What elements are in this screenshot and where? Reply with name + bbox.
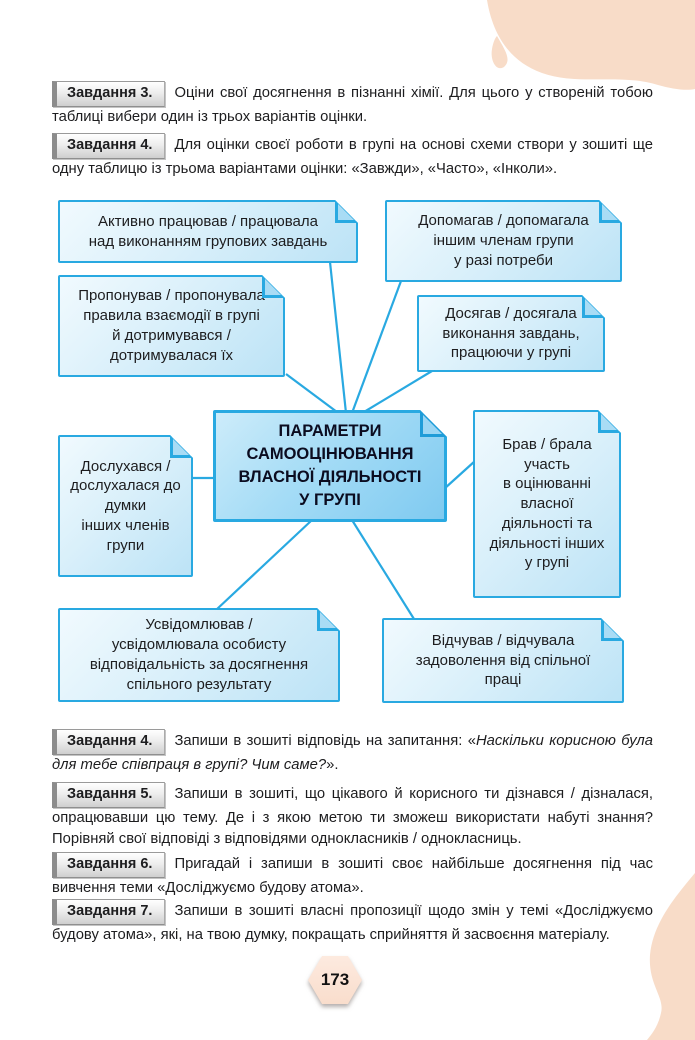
task-5-text: Запиши в зошиті, що цікавого й корисного… [52, 786, 653, 848]
corner-fold-icon [423, 415, 442, 434]
corner-fold-icon [320, 612, 336, 628]
node-text: Активно працював / працювала над виконан… [88, 212, 328, 250]
task-6-label: Завдання 6. [52, 852, 166, 878]
node-text: Дослухався / дослухалася до думки інших … [70, 457, 181, 554]
task-4-bottom-closing: ». [326, 756, 339, 773]
diagram-node-active: Активно працював / працювала над виконан… [58, 200, 358, 263]
task-7-text: Запиши в зошиті власні пропозиції щодо з… [52, 903, 653, 943]
task-4-bottom-label: Завдання 4. [52, 729, 166, 755]
task-4-top: Завдання 4.Для оцінки своєї роботи в гру… [52, 133, 653, 180]
task-5-label: Завдання 5. [52, 782, 166, 808]
diagram-node-achieved: Досягав / досягала виконання завдань, пр… [417, 295, 605, 372]
node-text: Брав / брала участь в оцінюванні власної… [489, 435, 605, 572]
diagram-title: ПАРАМЕТРИ САМООЦІНЮВАННЯ ВЛАСНОЇ ДІЯЛЬНО… [238, 422, 422, 509]
corner-fold-icon [173, 439, 189, 455]
diagram-node-participated: Брав / брала участь в оцінюванні власної… [473, 410, 621, 598]
diagram-node-aware: Усвідомлював / усвідомлювала особисту ві… [58, 608, 340, 702]
task-4-bottom-text: Запиши в зошиті відповідь на запитання: … [174, 733, 476, 749]
task-4-bottom: Завдання 4. Запиши в зошиті відповідь на … [52, 729, 653, 776]
corner-fold-icon [585, 299, 601, 315]
diagram-node-proposed: Пропонував / пропонувала правила взаємод… [58, 275, 285, 377]
corner-fold-icon [602, 204, 618, 220]
corner-fold-icon [265, 279, 281, 295]
task-7-label: Завдання 7. [52, 899, 166, 925]
page-number-hexagon: 173 [308, 956, 362, 1004]
diagram-node-felt: Відчував / відчувала задоволення від спі… [382, 618, 624, 703]
node-text: Відчував / відчувала задоволення від спі… [415, 631, 591, 689]
corner-fold-icon [601, 414, 617, 430]
task-6-text: Пригадай і запиши в зошиті своє найбільш… [52, 856, 653, 896]
diagram-node-helped: Допомагав / допомагала іншим членам груп… [385, 200, 622, 282]
corner-fold-icon [338, 204, 354, 220]
corner-fold-icon [604, 622, 620, 638]
node-text: Пропонував / пропонувала правила взаємод… [78, 287, 265, 364]
node-text: Усвідомлював / усвідомлювала особисту ві… [89, 616, 309, 693]
task-6: Завдання 6.Пригадай і запиши в зошиті св… [52, 852, 653, 899]
diagram-node-center: ПАРАМЕТРИ САМООЦІНЮВАННЯ ВЛАСНОЇ ДІЯЛЬНО… [213, 410, 447, 522]
node-text: Досягав / досягала виконання завдань, пр… [442, 304, 580, 362]
page-number: 173 [308, 956, 362, 1004]
task-4-bottom-question: Наскільки корисною була для тебе співпра… [52, 733, 653, 773]
task-3: Завдання 3.Оціни свої досягнення в пізна… [52, 81, 653, 128]
node-text: Допомагав / допомагала іншим членам груп… [418, 212, 589, 269]
task-5: Завдання 5.Запиши в зошиті, що цікавого … [52, 782, 653, 850]
task-4-top-text: Для оцінки своєї роботи в групі на основ… [52, 137, 653, 177]
diagram-node-listened: Дослухався / дослухалася до думки інших … [58, 435, 193, 577]
task-4-top-label: Завдання 4. [52, 133, 166, 159]
task-3-label: Завдання 3. [52, 81, 166, 107]
task-7: Завдання 7.Запиши в зошиті власні пропоз… [52, 899, 653, 946]
